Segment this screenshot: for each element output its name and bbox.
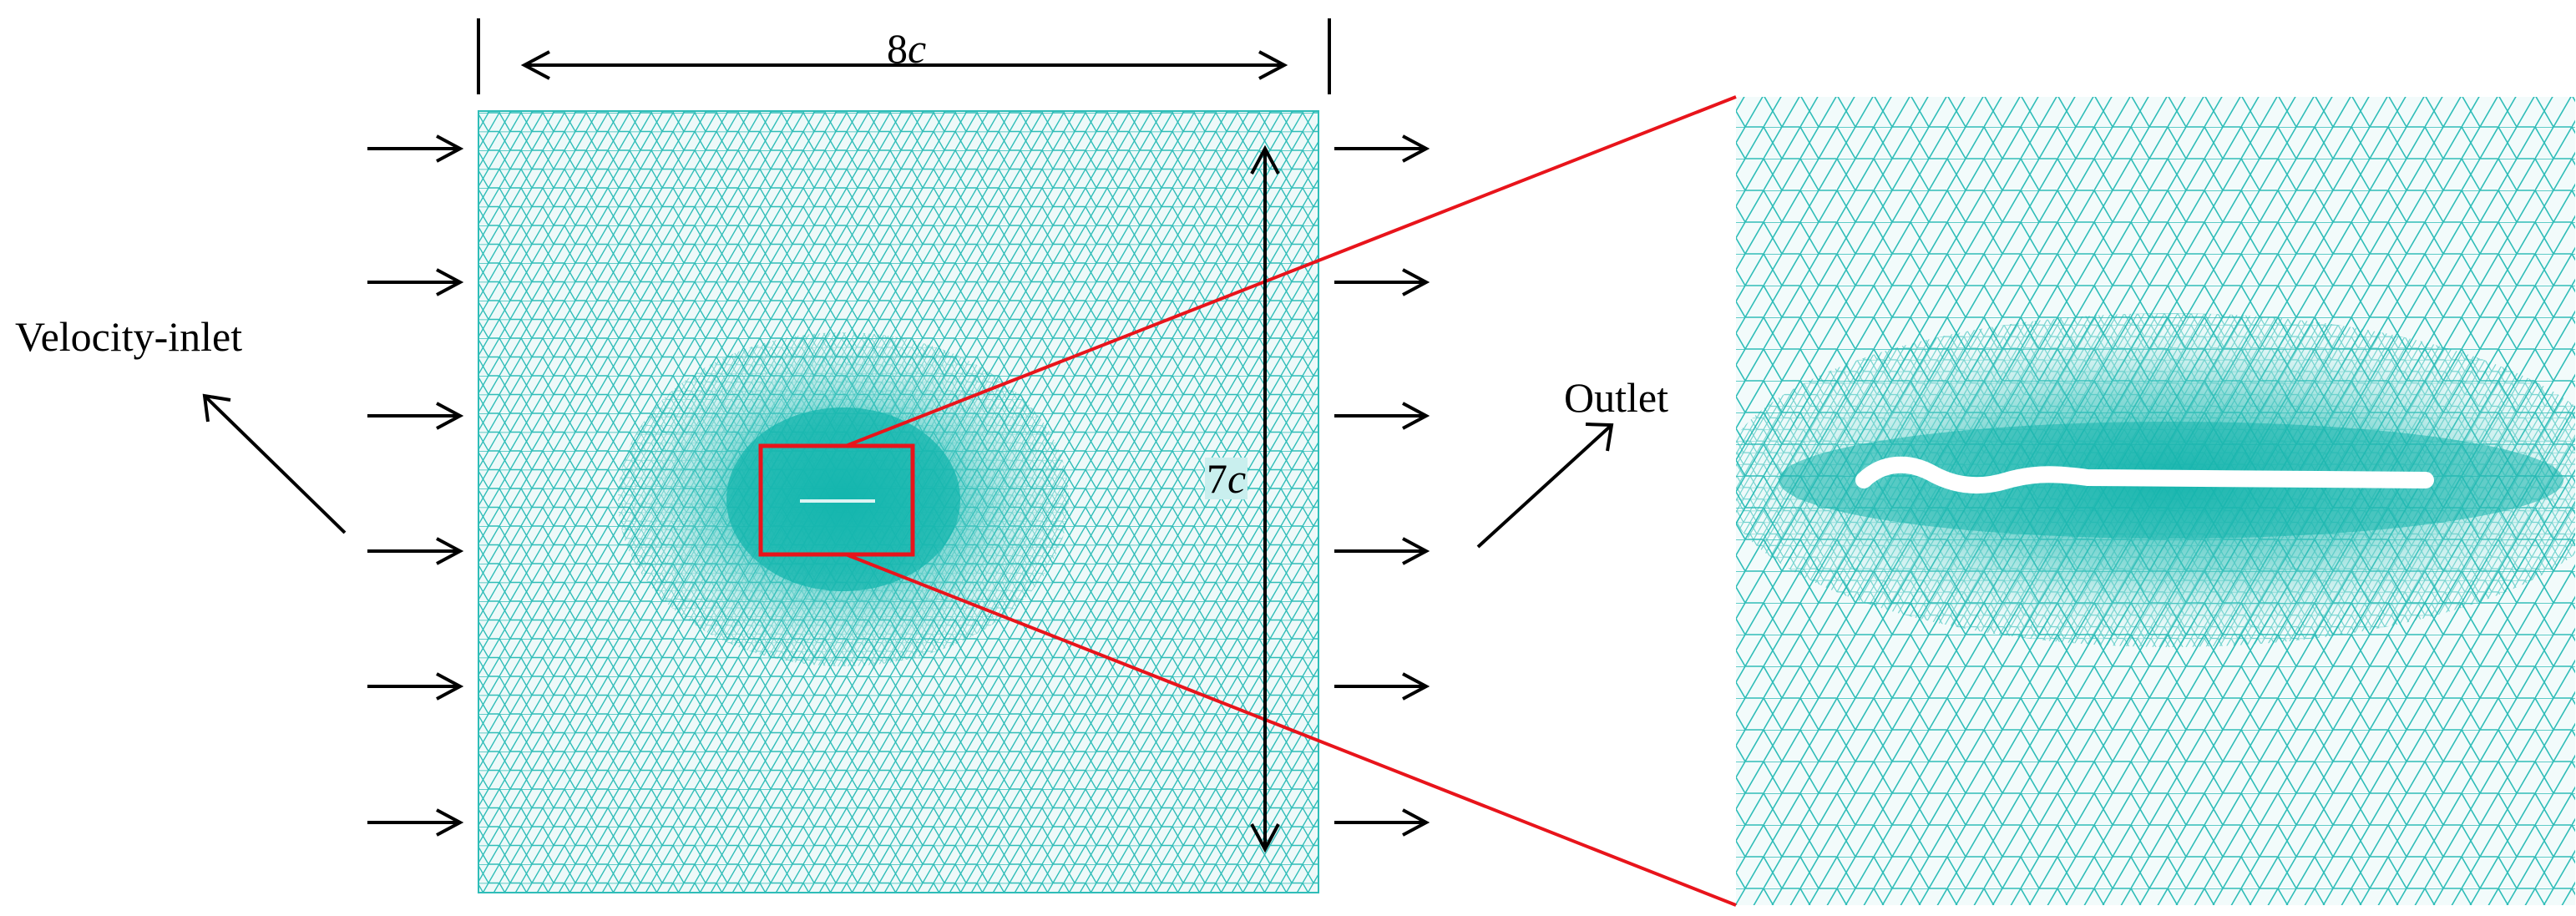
velocity-inlet-label: Velocity-inlet [15, 313, 243, 360]
height-arrowhead-bottom [1250, 823, 1280, 853]
dimension-lines [477, 18, 1331, 853]
outlet-pointer-line [1476, 423, 1613, 549]
outlet-arrow-4 [1334, 537, 1430, 565]
outlet-pointer-head [1585, 423, 1614, 452]
highlight-box [758, 443, 915, 557]
height-dimension-number: 7 [1207, 455, 1227, 502]
outlet-arrow-3 [1334, 402, 1430, 430]
zoom-line-top [845, 95, 1737, 448]
zoom-highlight [758, 95, 1737, 907]
zoom-line-bottom [845, 553, 1737, 907]
highlight-airfoil [800, 499, 875, 503]
outlet-arrow-2 [1334, 268, 1430, 296]
height-dimension-label: 7c [1205, 458, 1248, 499]
outlet-arrow-5 [1334, 672, 1430, 701]
width-dimension-label: 8c [887, 28, 926, 69]
inlet-arrow-4 [367, 537, 464, 565]
height-arrowhead-top [1250, 144, 1280, 175]
computational-domain-mesh [478, 110, 1319, 893]
width-dimension-variable: c [908, 25, 927, 72]
width-arrowhead-left [520, 50, 550, 80]
inlet-arrow-3 [367, 402, 464, 430]
inlet-pointer-line [203, 394, 347, 534]
inlet-arrow-6 [367, 808, 464, 837]
outlet-arrow-1 [1334, 134, 1430, 163]
inlet-arrow-2 [367, 268, 464, 296]
outlet-arrow-6 [1334, 808, 1430, 837]
inlet-arrow-1 [367, 134, 464, 163]
inlet-arrows [367, 134, 464, 837]
inlet-arrow-5 [367, 672, 464, 701]
airfoil-shape [1855, 456, 2434, 494]
outlet-label: Outlet [1564, 374, 1668, 421]
outlet-arrows [1334, 134, 1430, 837]
zoomed-mesh-panel [1736, 97, 2575, 905]
height-dimension-variable: c [1227, 455, 1247, 502]
inlet-pointer-head [202, 393, 231, 423]
width-dimension-number: 8 [887, 25, 908, 72]
width-arrowhead-right [1258, 50, 1288, 80]
label-pointers [202, 393, 1614, 549]
